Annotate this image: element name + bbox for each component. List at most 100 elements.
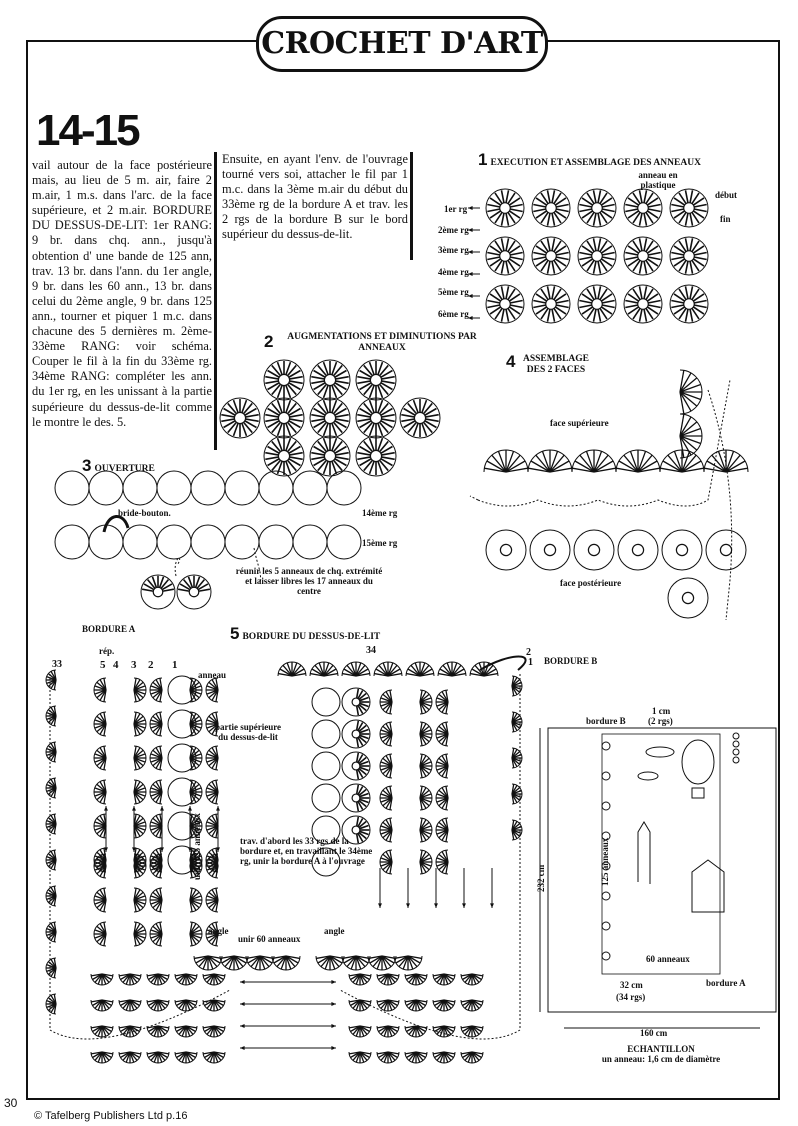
ring-stitch (489, 210, 501, 219)
fan-stitch (203, 999, 215, 1003)
fan-stitch (433, 1025, 445, 1029)
stitch-fan (435, 817, 449, 843)
fan-stitch (133, 825, 146, 831)
fan-stitch (133, 933, 146, 939)
fan-stitch (436, 765, 449, 771)
fan-arc (45, 777, 57, 799)
ring-stitch (535, 197, 547, 206)
fan-arc (118, 1051, 142, 1064)
ring-stitch (363, 440, 373, 452)
stitch-fan (379, 817, 393, 843)
fan-stitch (511, 721, 515, 732)
stitch-fan (118, 999, 142, 1012)
fan-arc (90, 1025, 114, 1038)
fan-stitch (99, 899, 107, 911)
ring-stitch (355, 816, 360, 827)
ring-stitch (551, 286, 556, 299)
fan-stitch (206, 753, 219, 759)
fan-arc (149, 853, 163, 879)
ring-center (719, 543, 733, 557)
ring-stitch (331, 385, 338, 399)
dashed-path (49, 674, 231, 1040)
fan-stitch (419, 733, 427, 745)
ring-stitch (599, 288, 608, 300)
stitch-fan (205, 711, 219, 737)
ring-stitch (331, 461, 338, 475)
ring-stitch (647, 306, 659, 315)
ring-stitch (551, 261, 556, 274)
fan-stitch (273, 955, 287, 964)
stitch-fan (379, 753, 393, 779)
ring-outline (341, 783, 371, 813)
fan-stitch (96, 857, 107, 867)
copyright-notice: © Tafelberg Publishers Ltd p.16 (34, 1110, 188, 1122)
fan-stitch (103, 899, 107, 912)
ring-stitch (507, 288, 516, 300)
ring-stitch (331, 423, 338, 437)
fan-stitch (445, 690, 449, 703)
fan-arc (379, 849, 393, 875)
fan-stitch (438, 757, 449, 767)
ring-stitch (627, 258, 639, 267)
fan-stitch (436, 761, 449, 767)
fan-stitch (228, 955, 235, 970)
ring-stitch (693, 258, 705, 267)
fan-arc (133, 779, 147, 805)
ring-stitch (601, 293, 613, 302)
label-34-rgs: (34 rgs) (616, 992, 646, 1002)
stitch-fan (435, 689, 449, 715)
fan-stitch (445, 829, 449, 842)
fan-stitch (572, 467, 595, 473)
fan-stitch (215, 678, 219, 691)
ring-stitch (581, 245, 593, 254)
fan-stitch (419, 672, 434, 677)
fan-stitch (438, 733, 449, 743)
stitch-fan (149, 779, 163, 805)
ring-stitch (221, 418, 235, 423)
fan-stitch (486, 460, 507, 473)
ring-stitch (331, 437, 338, 451)
fan-stitch (189, 922, 193, 935)
ring-stitch (194, 576, 201, 588)
ring-stitch (377, 399, 384, 413)
fan-stitch (211, 781, 219, 793)
fan-stitch (419, 861, 427, 873)
fan-stitch (220, 955, 235, 960)
diagram-3-opening (54, 470, 362, 610)
fan-stitch (233, 955, 248, 960)
ring-stitch (355, 737, 360, 748)
ring-stitch (489, 197, 501, 206)
fan-stitch (381, 955, 388, 970)
fan-stitch (189, 815, 197, 827)
fan-stitch (382, 821, 393, 831)
ring-stitch (494, 308, 503, 320)
fan-arc (149, 921, 163, 947)
ring-stitch (643, 309, 648, 322)
diagram-5-number: 5 (230, 624, 240, 643)
ring-stitch (334, 420, 347, 429)
fan-stitch (103, 689, 107, 702)
stitch-fan (460, 1025, 484, 1038)
fan-stitch (189, 925, 200, 935)
ring-stitch (586, 288, 595, 300)
fan-arc (45, 849, 57, 871)
fan-stitch (96, 899, 107, 909)
fan-stitch (380, 797, 393, 803)
ring-stitch (355, 705, 360, 716)
fan-stitch (99, 781, 107, 793)
ring-stitch (678, 192, 687, 204)
ring-stitch (424, 420, 437, 429)
fan-stitch (96, 757, 107, 767)
ring-stitch (625, 256, 638, 261)
fan-stitch (133, 855, 146, 861)
fan-stitch (150, 929, 163, 935)
fan-stitch (189, 899, 202, 905)
fan-stitch (637, 451, 647, 473)
label-row-1: 1 (172, 659, 178, 671)
ring-stitch (285, 461, 292, 475)
fan-stitch (215, 746, 219, 759)
ring-stitch (586, 212, 595, 224)
fan-stitch (159, 791, 163, 804)
fan-arc (404, 1025, 428, 1038)
fan-stitch (438, 853, 449, 863)
